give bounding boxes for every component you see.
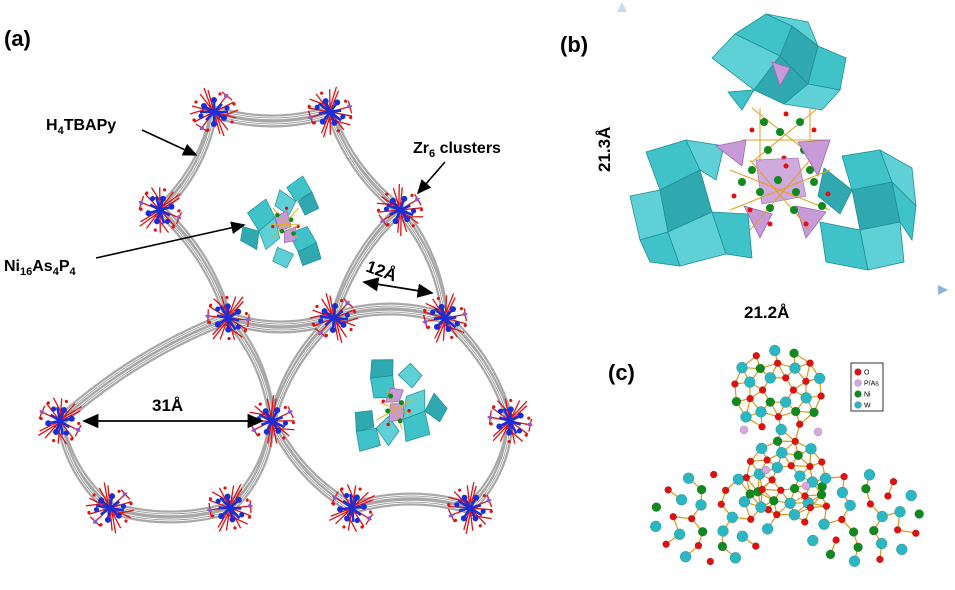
legend-swatch-ni xyxy=(854,390,862,398)
legend-label-w: W xyxy=(864,403,871,410)
encapsulated-cluster-lower xyxy=(340,349,459,476)
arrow-zr6 xyxy=(416,161,446,195)
label-ni16as4p4: Ni16As4P4 xyxy=(4,258,77,278)
legend-label-p-as: P/As xyxy=(864,381,879,388)
legend-label-ni: Ni xyxy=(864,392,871,399)
dimension-x-b: 21.2Å xyxy=(744,303,789,322)
ball-and-stick-model xyxy=(649,344,924,567)
label-pore-12a: 12Å xyxy=(364,257,400,286)
arrow-pore-12a xyxy=(362,277,434,298)
legend-label-o: O xyxy=(864,370,870,377)
polyhedral-cluster-model xyxy=(629,13,917,271)
panel-label-a: (a) xyxy=(4,26,31,51)
axis-y-b-arrowhead xyxy=(617,2,627,12)
arrow-ni16as4p4 xyxy=(95,221,246,259)
legend-swatch-o xyxy=(854,368,862,376)
label-pore-31a: 31Å xyxy=(152,396,183,415)
label-linker: H4TBAPy xyxy=(46,117,116,137)
panel-label-b: (b) xyxy=(560,32,588,57)
panel-label-c: (c) xyxy=(608,360,635,385)
axis-x-b-arrowhead xyxy=(938,285,948,295)
arrow-linker xyxy=(141,129,198,156)
legend-swatch-w xyxy=(854,401,862,409)
label-zr6-clusters: Zr6 clusters xyxy=(413,140,501,160)
dimension-y-b: 21.3Å xyxy=(595,127,614,172)
encapsulated-cluster-upper xyxy=(240,175,322,269)
legend-swatch-p-as xyxy=(854,379,862,387)
